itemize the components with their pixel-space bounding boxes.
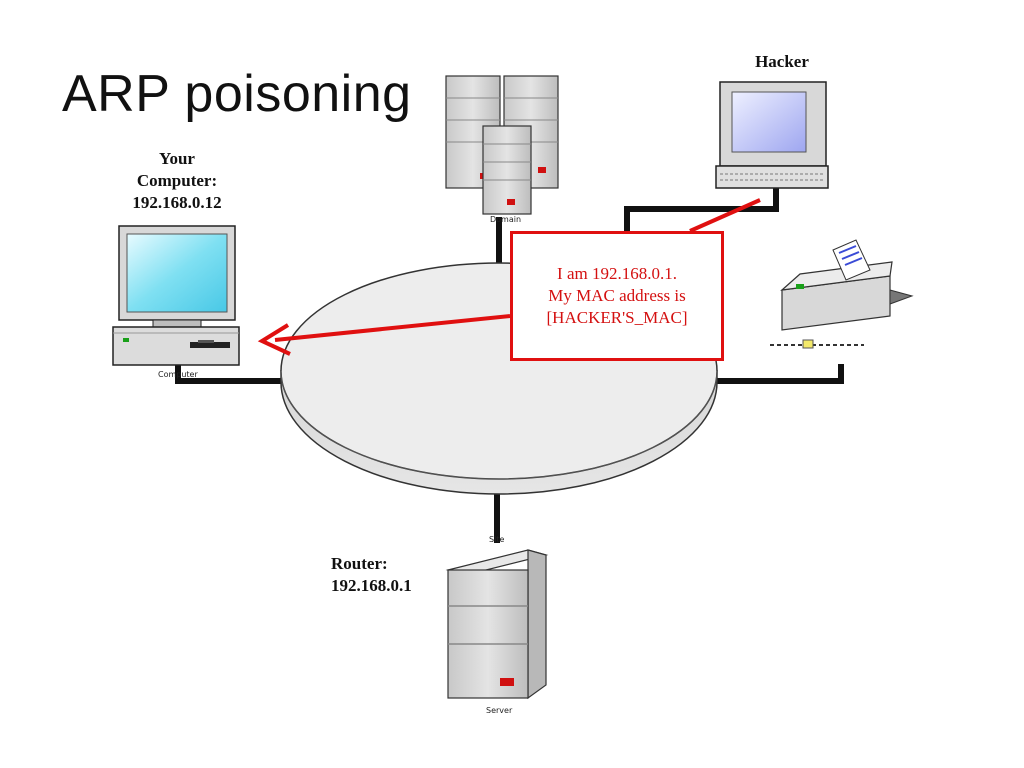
server-caption: Server <box>486 706 513 715</box>
spoof-arrow-shaft <box>274 314 511 342</box>
hub-caption: Site <box>489 535 505 544</box>
spoof-arrow-head <box>257 323 291 356</box>
hacker-label: Hacker <box>755 52 809 71</box>
computer-caption: Computer <box>158 370 198 379</box>
spoof-lines <box>257 198 761 356</box>
your-computer-icon[interactable] <box>112 225 240 366</box>
your-computer-label: Your Computer: 192.168.0.12 <box>132 149 222 212</box>
callout-line-1: I am 192.168.0.1. <box>557 264 677 283</box>
router-label: Router: 192.168.0.1 <box>331 554 412 595</box>
domain-caption: Domain <box>490 215 522 224</box>
cable-your-computer <box>175 363 286 384</box>
page-title: ARP poisoning <box>62 65 412 123</box>
domain-servers-icon[interactable] <box>445 75 559 215</box>
hacker-to-callout-line <box>689 198 761 233</box>
printer-icon[interactable] <box>770 239 914 349</box>
callout-line-2: My MAC address is <box>548 286 686 305</box>
hacker-computer-icon[interactable] <box>715 81 829 189</box>
cable-printer <box>713 364 844 384</box>
spoof-message-callout: I am 192.168.0.1. My MAC address is [HAC… <box>510 231 724 361</box>
router-server-icon[interactable] <box>445 549 549 700</box>
callout-line-3: [HACKER'S_MAC] <box>546 308 688 327</box>
